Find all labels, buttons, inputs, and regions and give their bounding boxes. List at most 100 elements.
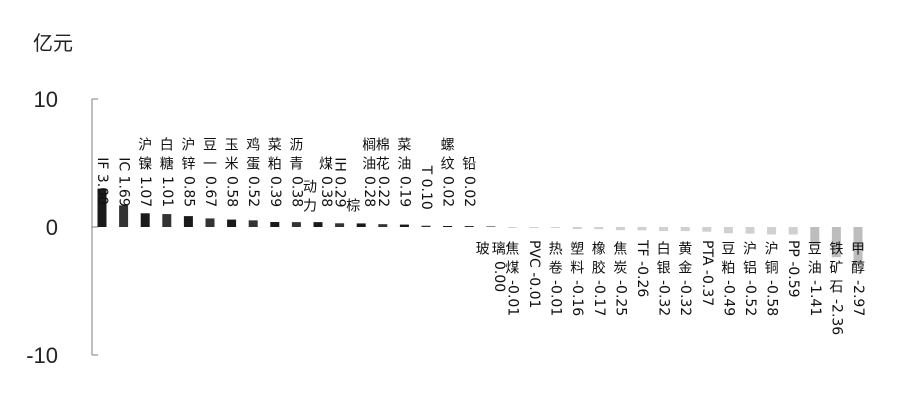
- category-label-char: 黄: [678, 241, 692, 258]
- category-label-char: 铝: [743, 261, 757, 277]
- bar: [529, 227, 539, 228]
- bar: [291, 222, 301, 227]
- category-label-char: 力: [303, 199, 317, 215]
- category-label-char: 豆: [203, 138, 217, 154]
- bar: [572, 227, 582, 230]
- bar: [399, 224, 409, 227]
- category-label-char: 沥: [289, 138, 303, 154]
- category-label-char: 沪: [181, 138, 195, 154]
- category-label-char: 镍: [138, 157, 152, 173]
- category-label: TF -0.26: [634, 239, 650, 297]
- category-label: PP -0.59: [785, 240, 801, 298]
- value-label: 0.38: [318, 176, 334, 207]
- value-label: 0.02: [440, 176, 456, 207]
- category-label-char: 鸡: [246, 137, 260, 154]
- category-label-char: 豆: [721, 242, 735, 258]
- value-label: 0.38: [288, 176, 304, 207]
- value-label: 1.07: [137, 176, 153, 207]
- category-label-char: 榈: [362, 138, 376, 154]
- category-label-char: 橡: [592, 242, 606, 258]
- category-label-char: 菜: [268, 138, 282, 154]
- category-label-char: 米: [225, 157, 239, 173]
- bar: [659, 227, 669, 232]
- bar: [594, 227, 604, 230]
- category-label-char: 料: [570, 261, 584, 277]
- bar: [551, 227, 561, 228]
- value-label: -1.41: [807, 280, 823, 316]
- category-label: IC 1.69: [116, 157, 132, 207]
- value-label: -0.16: [569, 280, 585, 316]
- category-label-char: 沪: [765, 242, 779, 258]
- category-label-char: 热: [549, 242, 563, 258]
- bar: [637, 227, 647, 231]
- bar: [248, 220, 258, 227]
- bar: [421, 225, 431, 227]
- category-label-char: 金: [678, 261, 692, 277]
- category-label-char: 油: [362, 157, 376, 173]
- category-label-char: 螺: [441, 138, 455, 154]
- value-label: 0.52: [245, 176, 261, 207]
- value-label: 0.22: [375, 176, 391, 207]
- value-label: -0.52: [742, 280, 758, 316]
- y-tick-label: 0: [46, 215, 58, 240]
- category-label: PTA -0.37: [699, 240, 715, 306]
- value-label: -0.58: [764, 280, 780, 316]
- category-label-char: 白: [160, 138, 174, 154]
- category-label-char: 油: [397, 157, 411, 173]
- value-label: -0.01: [548, 280, 564, 316]
- value-label: 0.58: [224, 176, 240, 207]
- value-label: 0.00: [491, 261, 507, 292]
- value-label: 0.67: [202, 176, 218, 207]
- category-label-char: 油: [808, 261, 822, 277]
- bars-group: [97, 188, 863, 266]
- value-label: -0.17: [591, 280, 607, 316]
- value-label: 0.85: [180, 176, 196, 207]
- category-label-char: 菜: [397, 138, 411, 154]
- bar: [767, 227, 777, 235]
- bar: [183, 216, 193, 227]
- bar: [615, 227, 625, 231]
- bar: [831, 227, 841, 258]
- category-label: PVC -0.01: [526, 240, 542, 308]
- bar: [788, 227, 798, 235]
- bar: [227, 219, 237, 227]
- category-label-char: 锌: [181, 157, 195, 173]
- y-axis-unit-label: 亿元: [33, 31, 73, 55]
- value-label: -0.25: [612, 280, 628, 316]
- category-label-char: 醇: [851, 260, 865, 277]
- bar: [443, 226, 453, 227]
- category-label-char: 玉: [225, 138, 239, 154]
- category-label-char: 煤: [505, 261, 519, 277]
- category-label-char: 玻: [476, 242, 490, 258]
- bar: [702, 227, 712, 232]
- value-label: 0.28: [361, 176, 377, 207]
- category-label-char: 焦: [613, 242, 627, 258]
- category-label-char: 塑: [570, 242, 584, 258]
- category-label-char: 棕: [346, 199, 360, 215]
- category-label-char: 璃: [492, 241, 506, 258]
- bar: [313, 222, 323, 227]
- bar: [723, 227, 733, 234]
- bar: [140, 213, 150, 227]
- bar: [745, 227, 755, 234]
- category-label-char: 铁: [829, 242, 843, 258]
- category-label-char: 沪: [743, 242, 757, 258]
- category-label: IH 0.29: [332, 157, 348, 207]
- bar: [810, 227, 820, 246]
- category-label-char: 矿: [829, 261, 843, 277]
- category-label-char: 铜: [765, 261, 779, 277]
- category-label-char: 卷: [549, 261, 563, 277]
- value-label: -0.01: [504, 280, 520, 316]
- value-label: -0.32: [677, 280, 693, 316]
- y-tick-label: -10: [26, 343, 58, 368]
- bar: [464, 226, 474, 227]
- category-label-char: 花: [376, 157, 390, 173]
- category-label-char: 粕: [721, 261, 735, 277]
- bar: [378, 224, 388, 227]
- bar: [356, 223, 366, 227]
- category-label-char: 动: [303, 180, 317, 196]
- bar: [162, 214, 172, 227]
- category-label-char: 豆: [808, 242, 822, 258]
- bar: [205, 218, 215, 227]
